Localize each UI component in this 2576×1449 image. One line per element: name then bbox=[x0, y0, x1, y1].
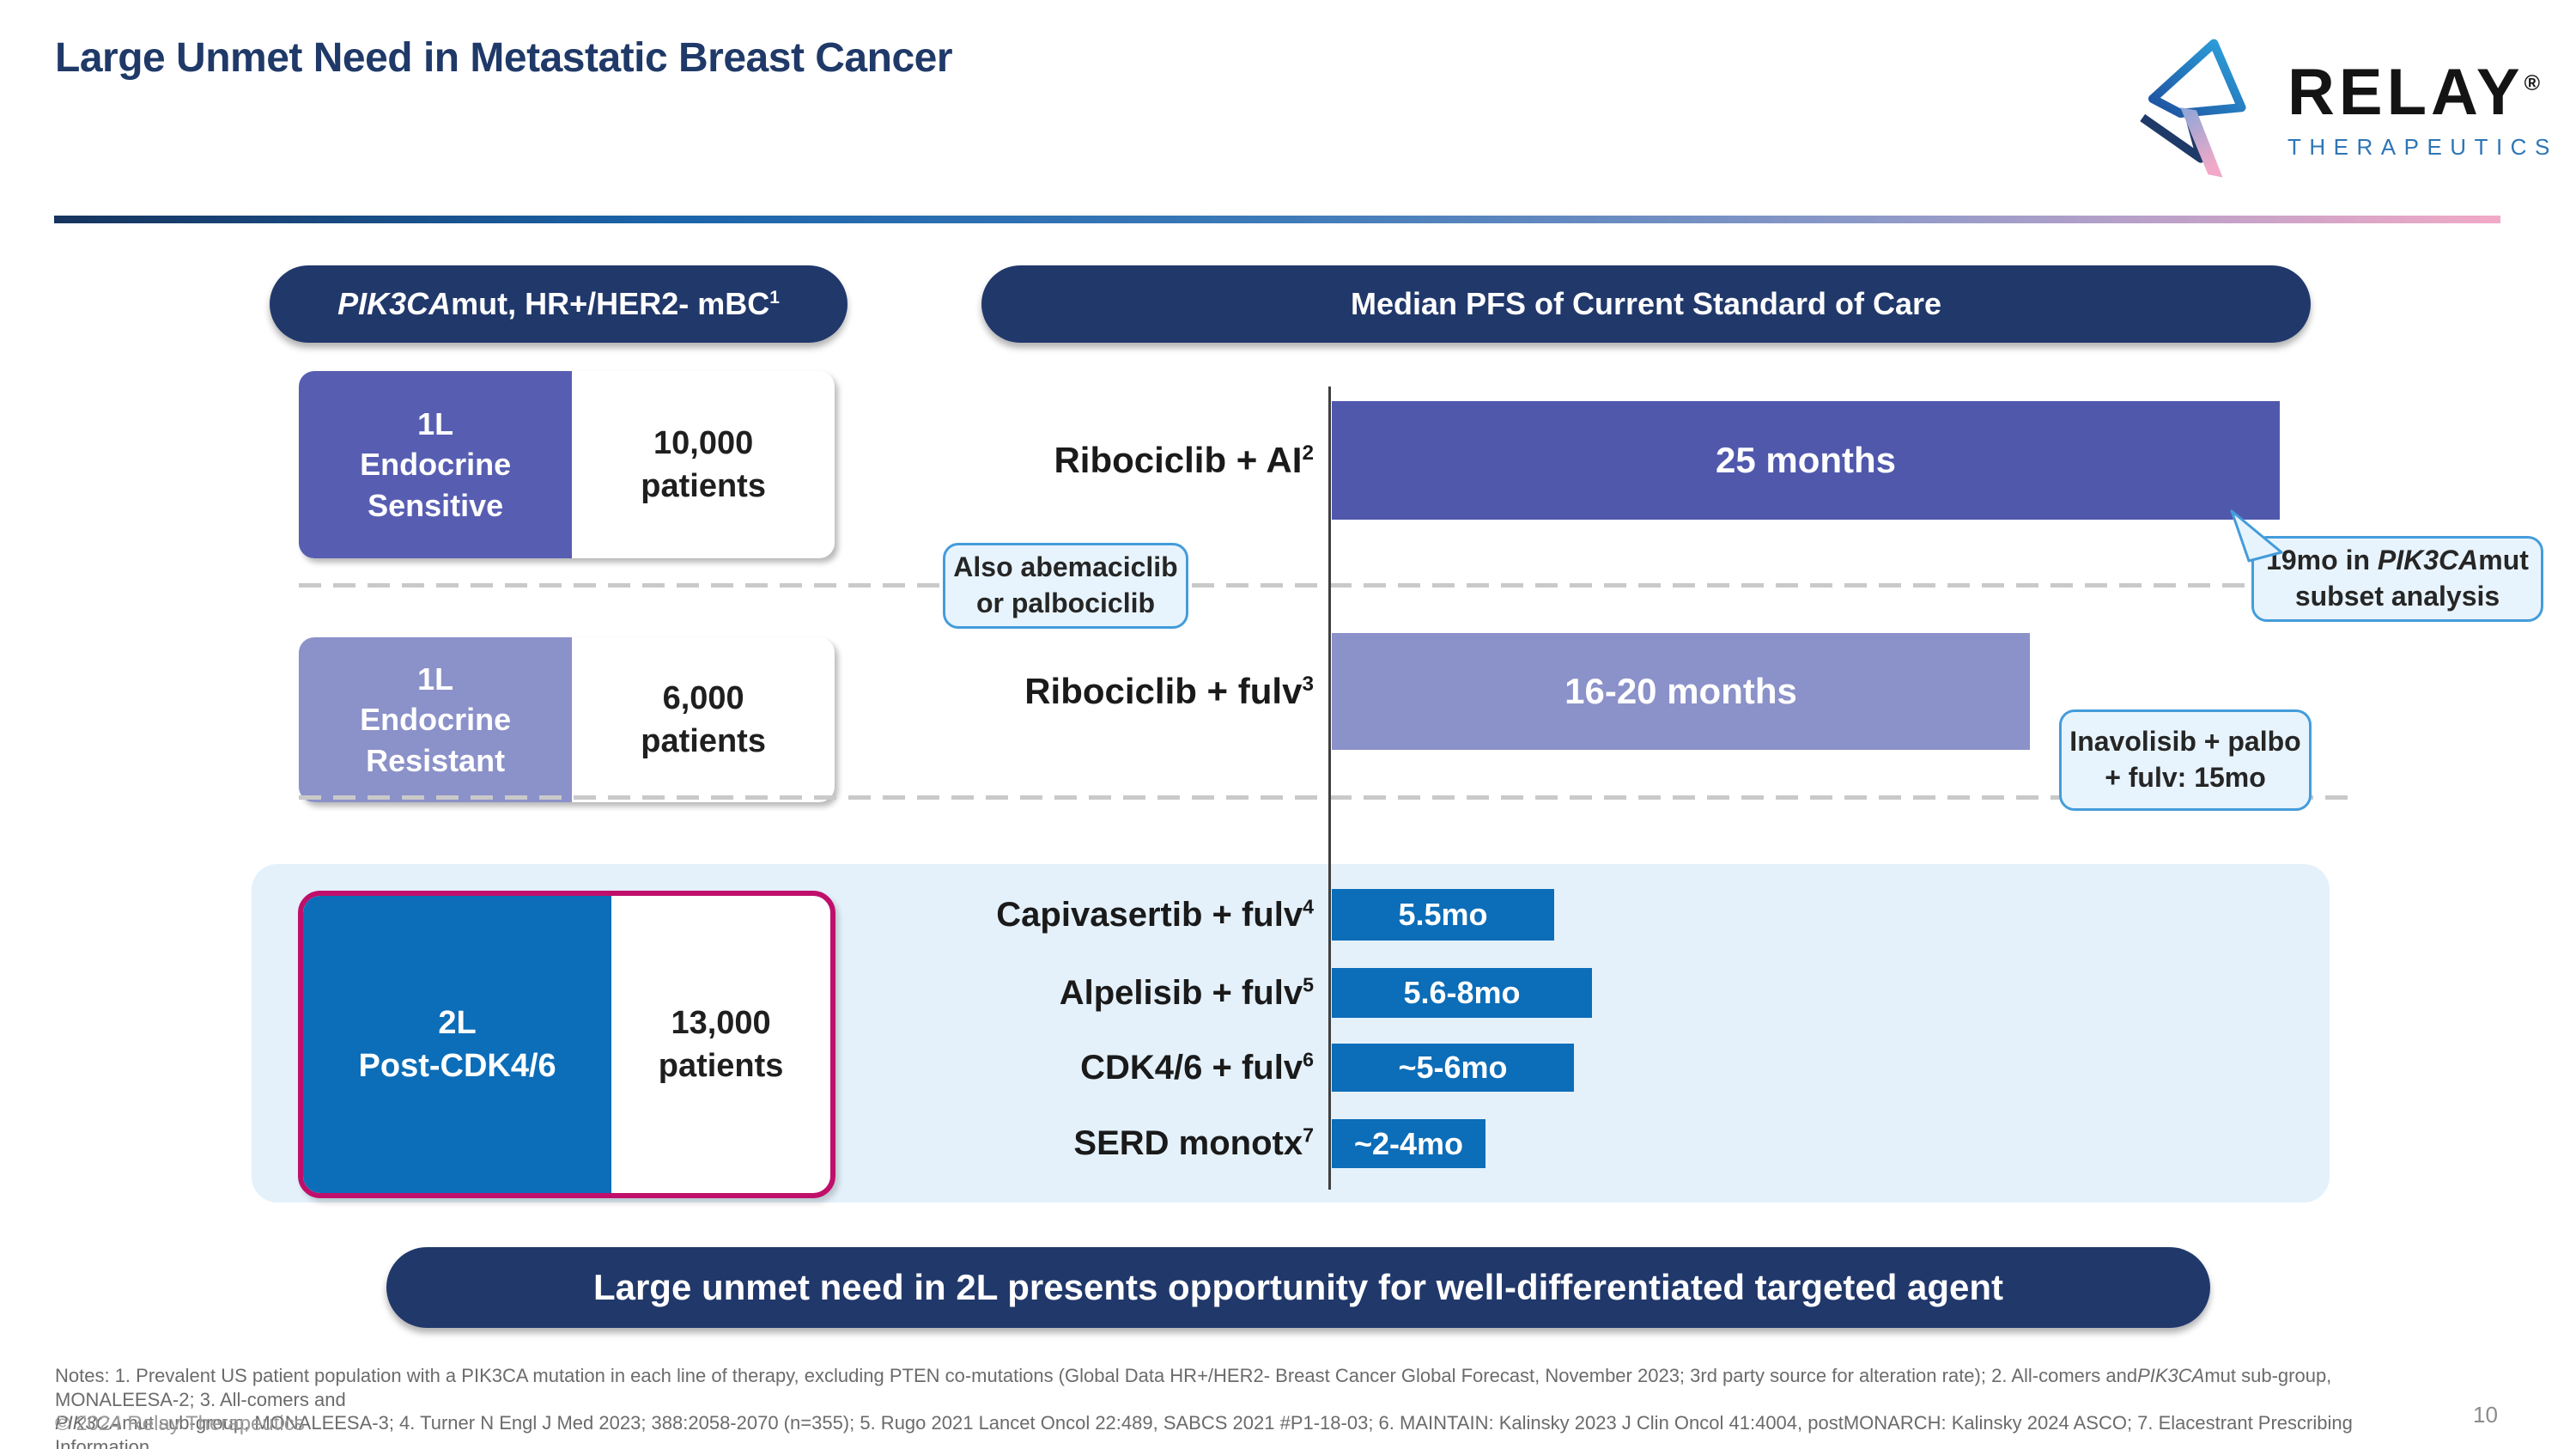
registered-mark: ® bbox=[2524, 71, 2541, 95]
bar-label-cdk46-fulv: CDK4/6 + fulv6 bbox=[1080, 1048, 1314, 1087]
conclusion-banner: Large unmet need in 2L presents opportun… bbox=[386, 1247, 2210, 1328]
chart-header-pill: Median PFS of Current Standard of Care bbox=[981, 265, 2311, 343]
bar-label-capivasertib-fulv: Capivasertib + fulv4 bbox=[996, 895, 1314, 934]
dashed-separator bbox=[299, 583, 2353, 588]
pfs-bar-alpelisib-fulv: 5.6-8mo bbox=[1332, 968, 1592, 1018]
population-box-label: 1L Endocrine Resistant bbox=[299, 637, 573, 802]
population-box-1l-endocrine-sensitive: 1L Endocrine Sensitive 10,000 patients bbox=[299, 371, 835, 558]
population-box-patients: 6,000 patients bbox=[641, 679, 766, 759]
population-box-1l-endocrine-resistant: 1L Endocrine Resistant 6,000 patients bbox=[299, 637, 835, 802]
population-box-label: 1L Endocrine Sensitive bbox=[299, 371, 573, 558]
logo-subtitle: THERAPEUTICS bbox=[2287, 134, 2558, 160]
population-box-2l-post-cdk46: 2L Post-CDK4/6 13,000 patients bbox=[298, 891, 835, 1198]
footnote-line-2: PIK3CAmut sub-group, MONALEESA-3; 4. Tur… bbox=[55, 1412, 2353, 1449]
bar-label-alpelisib-fulv: Alpelisib + fulv5 bbox=[1059, 973, 1314, 1012]
callout-pik3ca-subset: 19mo in PIK3CAmut subset analysis bbox=[2230, 509, 2543, 622]
gradient-divider bbox=[54, 216, 2500, 223]
relay-logo-icon bbox=[2128, 32, 2274, 189]
footnote-line-1: Notes: 1. Prevalent US patient populatio… bbox=[55, 1365, 2332, 1410]
population-box-patients: 10,000 patients bbox=[641, 424, 766, 504]
copyright: © 2024 Relay Therapeutics bbox=[55, 1412, 305, 1435]
logo-wordmark: RELAY bbox=[2287, 56, 2524, 129]
pfs-bar-ribociclib-ai: 25 months bbox=[1332, 401, 2280, 520]
pfs-bar-capivasertib-fulv: 5.5mo bbox=[1332, 889, 1554, 941]
bar-label-serd-monotx: SERD monotx7 bbox=[1073, 1123, 1314, 1162]
bar-label-ribociclib-fulv: Ribociclib + fulv3 bbox=[1024, 671, 1314, 711]
footnotes: Notes: 1. Prevalent US patient populatio… bbox=[55, 1364, 2425, 1449]
page-number: 10 bbox=[2473, 1402, 2498, 1428]
chart-axis-line bbox=[1328, 387, 1331, 1190]
relay-logo: RELAY® THERAPEUTICS bbox=[2128, 31, 2549, 190]
callout-abemaciclib-palbociclib: Also abemaciclib or palbociclib bbox=[943, 543, 1188, 629]
bar-label-ribociclib-ai: Ribociclib + AI2 bbox=[1054, 440, 1314, 480]
pfs-bar-cdk46-fulv: ~5-6mo bbox=[1332, 1044, 1574, 1092]
pfs-bar-ribociclib-fulv: 16-20 months bbox=[1332, 633, 2030, 750]
population-header-pill: PIK3CAmut, HR+/HER2- mBC1 bbox=[270, 265, 848, 343]
population-box-patients: 13,000 patients bbox=[658, 1004, 784, 1084]
relay-logo-text: RELAY® THERAPEUTICS bbox=[2287, 60, 2558, 161]
pfs-bar-serd-monotx: ~2-4mo bbox=[1332, 1119, 1485, 1168]
dashed-separator bbox=[299, 795, 2353, 800]
page-title: Large Unmet Need in Metastatic Breast Ca… bbox=[55, 35, 953, 81]
callout-inavolisib: Inavolisib + palbo + fulv: 15mo bbox=[2059, 709, 2312, 811]
population-box-label: 2L Post-CDK4/6 bbox=[303, 896, 612, 1193]
